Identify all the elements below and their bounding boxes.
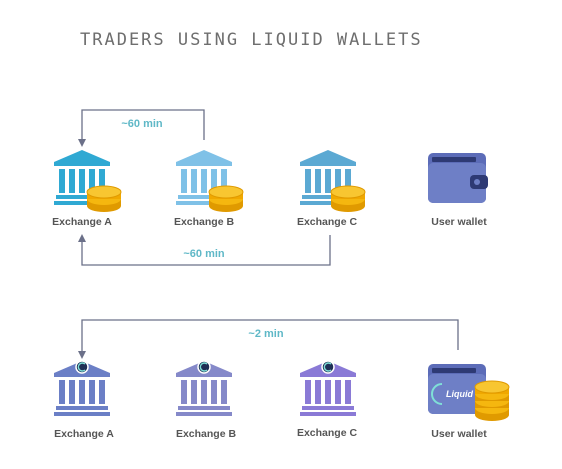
liquid-wallet-icon: Liquid bbox=[428, 364, 486, 414]
exchange-a-label: Exchange A bbox=[52, 216, 112, 228]
coins-icon bbox=[474, 380, 510, 421]
coins-icon bbox=[208, 185, 244, 213]
coins-icon bbox=[86, 185, 122, 213]
flow-arrow-c-to-a bbox=[78, 234, 331, 266]
exchange-b-label: Exchange B bbox=[176, 428, 237, 440]
liquid-logo-text: Liquid bbox=[446, 389, 473, 399]
time-label-bottom: ~60 min bbox=[183, 248, 225, 260]
diagram-title: TRADERS USING LIQUID WALLETS bbox=[80, 30, 423, 50]
flow-arrow-b-to-a bbox=[78, 109, 205, 147]
exchange-c-label: Exchange C bbox=[297, 427, 358, 439]
exchange-a-label: Exchange A bbox=[54, 428, 114, 440]
liquid-badge-icon bbox=[197, 360, 211, 374]
time-label-fast: ~2 min bbox=[248, 328, 283, 340]
exchange-c-label: Exchange C bbox=[297, 216, 358, 228]
coins-icon bbox=[330, 185, 366, 213]
user-wallet-label: User wallet bbox=[431, 216, 487, 228]
exchange-b-label: Exchange B bbox=[174, 216, 235, 228]
wallet-icon bbox=[428, 153, 488, 203]
time-label-top: ~60 min bbox=[121, 118, 163, 130]
user-wallet-label: User wallet bbox=[431, 428, 487, 440]
liquid-badge-icon bbox=[321, 360, 335, 374]
flow-arrow-wallet-to-a bbox=[78, 319, 459, 359]
liquid-badge-icon bbox=[75, 360, 89, 374]
